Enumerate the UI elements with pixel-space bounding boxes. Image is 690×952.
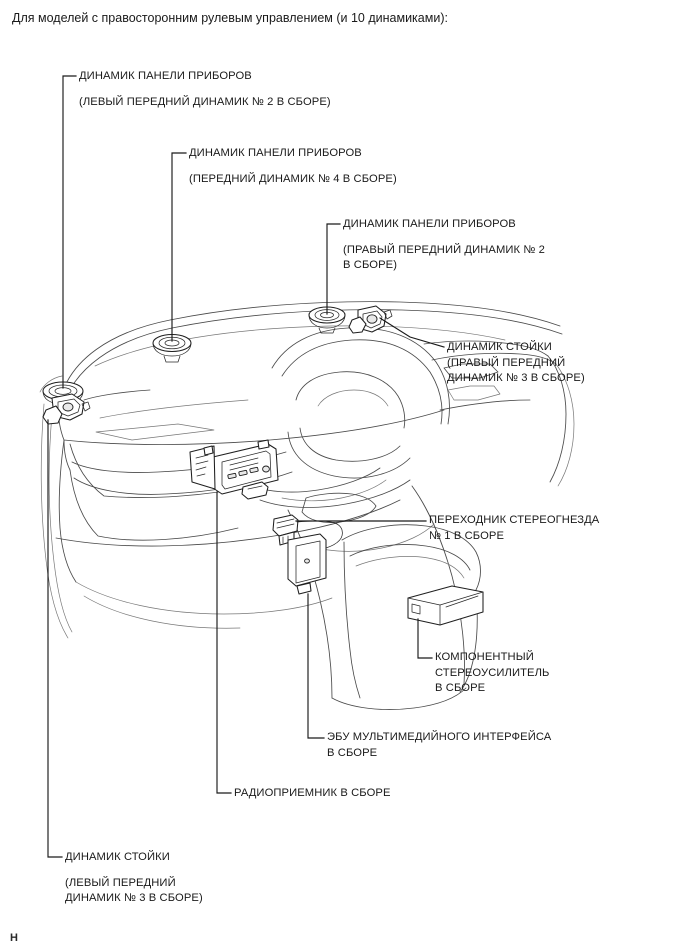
callout-subtitle-1: СТЕРЕОУСИЛИТЕЛЬ [435, 666, 550, 679]
callout-instrument-panel-speaker-right-front-no2: ДИНАМИК ПАНЕЛИ ПРИБОРОВ (ПРАВЫЙ ПЕРЕДНИЙ… [343, 217, 545, 274]
callout-spacer [189, 162, 397, 172]
callout-pillar-speaker-left-front-no3: ДИНАМИК СТОЙКИ (ЛЕВЫЙ ПЕРЕДНИЙ ДИНАМИК №… [65, 850, 203, 907]
intro-caption: Для моделей с правосторонним рулевым упр… [12, 11, 448, 25]
leader-radio-receiver [216, 491, 232, 794]
callout-title: РАДИОПРИЕМНИК В СБОРЕ [234, 787, 391, 799]
dashboard-artwork [39, 301, 575, 710]
callout-radio-receiver-assembly: РАДИОПРИЕМНИК В СБОРЕ [234, 786, 391, 802]
part-left-pillar-speaker [42, 393, 91, 425]
part-front-speaker-no4 [152, 333, 192, 363]
leader-front-speaker-no4 [171, 152, 187, 342]
callout-spacer [79, 85, 331, 95]
part-multimedia-interface-ecu [287, 520, 343, 595]
callout-subtitle-2: ДИНАМИК № 3 В СБОРЕ) [447, 372, 585, 384]
callout-instrument-panel-speaker-left-front-no2: ДИНАМИК ПАНЕЛИ ПРИБОРОВ (ЛЕВЫЙ ПЕРЕДНИЙ … [79, 69, 331, 110]
leader-right-pillar-speaker-no3 [379, 317, 445, 348]
callout-stereo-jack-adapter-no1: ПЕРЕХОДНИК СТЕРЕОГНЕЗДА № 1 В СБОРЕ [429, 513, 599, 544]
callout-title: ЭБУ МУЛЬТИМЕДИЙНОГО ИНТЕРФЕЙСА [327, 731, 552, 743]
callout-title: КОМПОНЕНТНЫЙ [435, 651, 534, 663]
callout-subtitle-1: (ПЕРЕДНИЙ ДИНАМИК № 4 В СБОРЕ) [189, 172, 397, 185]
callout-title: ДИНАМИК ПАНЕЛИ ПРИБОРОВ [79, 70, 252, 82]
part-component-stereo-amplifier [407, 585, 484, 626]
leader-component-amplifier [417, 618, 433, 659]
page-mark: H [10, 932, 18, 944]
leader-left-pillar-speaker-no3 [47, 419, 63, 858]
callout-subtitle-1: (ЛЕВЫЙ ПЕРЕДНИЙ [65, 876, 176, 889]
callout-instrument-panel-speaker-front-no4: ДИНАМИК ПАНЕЛИ ПРИБОРОВ (ПЕРЕДНИЙ ДИНАМИ… [189, 146, 397, 187]
callout-title: ДИНАМИК СТОЙКИ [65, 851, 170, 863]
callout-subtitle-2: ДИНАМИК № 3 В СБОРЕ) [65, 892, 203, 904]
leader-left-front-speaker-no2 [62, 75, 77, 389]
callout-pillar-speaker-right-front-no3: ДИНАМИК СТОЙКИ (ПРАВЫЙ ПЕРЕДНИЙ ДИНАМИК … [447, 340, 585, 387]
callout-subtitle-1: № 1 В СБОРЕ [429, 529, 505, 542]
callout-title: ПЕРЕХОДНИК СТЕРЕОГНЕЗДА [429, 514, 600, 526]
callout-subtitle-1: В СБОРЕ [327, 746, 378, 759]
callout-multimedia-interface-ecu: ЭБУ МУЛЬТИМЕДИЙНОГО ИНТЕРФЕЙСА В СБОРЕ [327, 730, 551, 761]
callout-component-stereo-amplifier: КОМПОНЕНТНЫЙ СТЕРЕОУСИЛИТЕЛЬ В СБОРЕ [435, 650, 549, 697]
part-radio-receiver [189, 439, 279, 500]
callout-title: ДИНАМИК СТОЙКИ [447, 341, 552, 353]
callout-subtitle-1: (ПРАВЫЙ ПЕРЕДНИЙ [447, 356, 566, 369]
leader-right-front-speaker-no2 [326, 223, 341, 315]
leader-lines [47, 75, 445, 858]
callout-subtitle-2: В СБОРЕ) [343, 259, 398, 271]
callout-spacer [343, 233, 545, 243]
callout-title: ДИНАМИК ПАНЕЛИ ПРИБОРОВ [343, 218, 516, 230]
callout-spacer [65, 866, 203, 876]
callout-subtitle-1: (ЛЕВЫЙ ПЕРЕДНИЙ ДИНАМИК № 2 В СБОРЕ) [79, 95, 331, 108]
callout-subtitle-2: В СБОРЕ [435, 682, 486, 694]
leader-multimedia-ecu [307, 593, 325, 739]
part-right-pillar-speaker-no3 [348, 305, 393, 334]
callout-subtitle-1: (ПРАВЫЙ ПЕРЕДНИЙ ДИНАМИК № 2 [343, 243, 546, 256]
callout-title: ДИНАМИК ПАНЕЛИ ПРИБОРОВ [189, 147, 362, 159]
